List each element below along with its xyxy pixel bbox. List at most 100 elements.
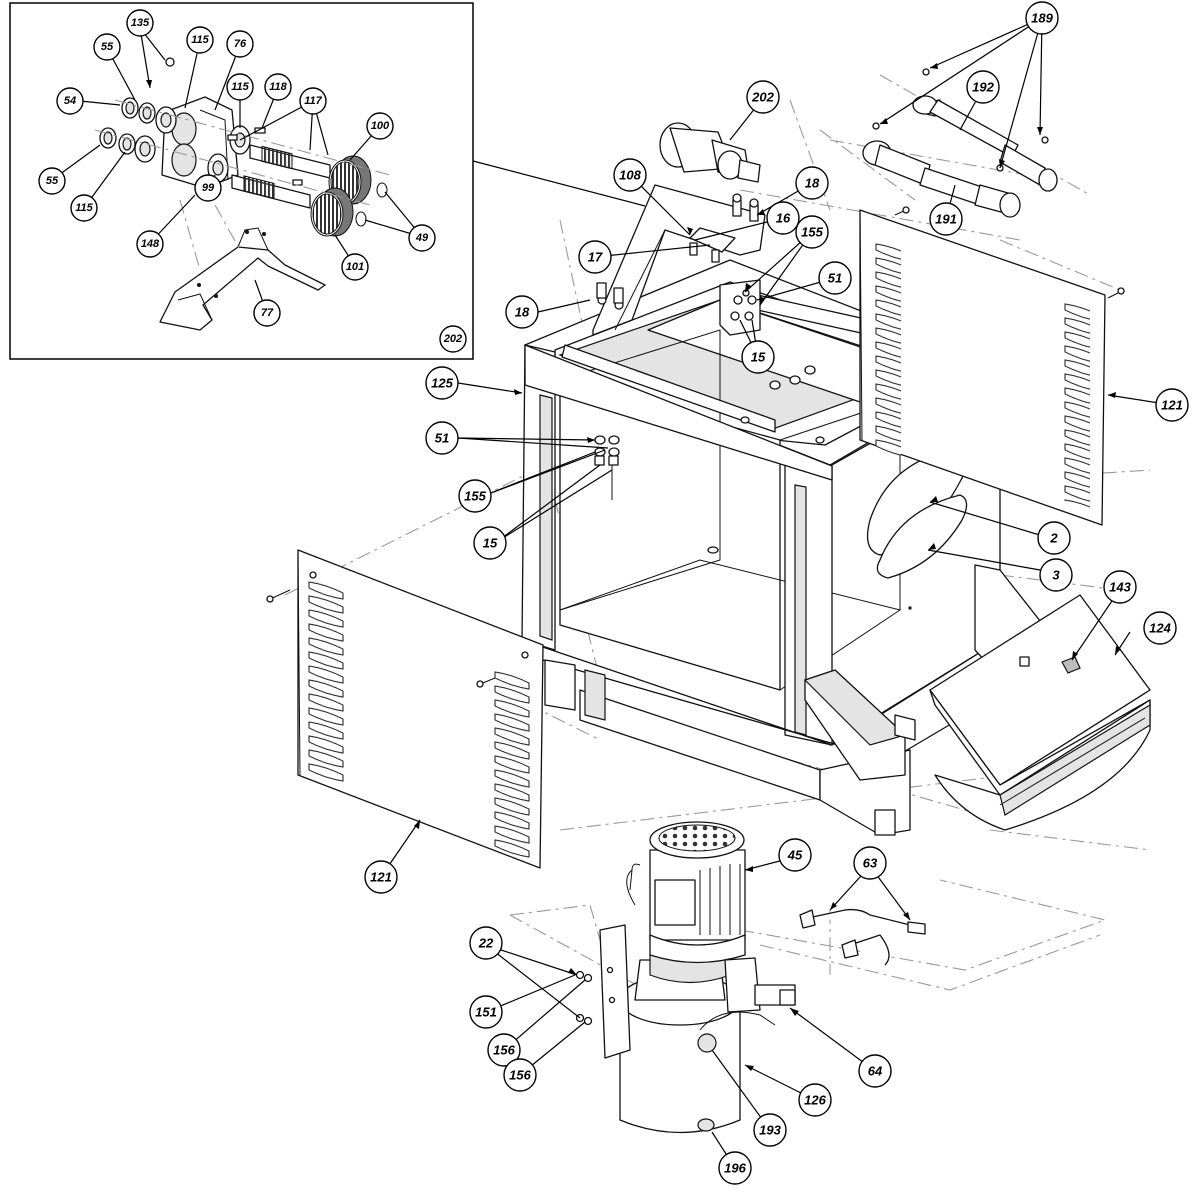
callout-76: 76	[226, 30, 254, 58]
callout-77: 77	[253, 299, 281, 327]
svg-text:99: 99	[202, 182, 215, 194]
callout-118: 118	[264, 73, 292, 101]
svg-text:22: 22	[478, 936, 494, 951]
hydraulic-power-unit	[599, 821, 796, 1134]
svg-text:124: 124	[1149, 621, 1171, 636]
callout-148: 148	[136, 230, 164, 258]
callout-143: 143	[1103, 570, 1137, 604]
callout-15: 15	[473, 526, 507, 560]
svg-text:192: 192	[972, 80, 994, 95]
svg-text:51: 51	[828, 271, 842, 286]
callout-18: 18	[795, 166, 829, 200]
svg-text:151: 151	[475, 1005, 497, 1020]
svg-text:3: 3	[1052, 568, 1060, 583]
callout-191: 191	[929, 202, 963, 236]
svg-text:202: 202	[443, 333, 462, 345]
svg-text:202: 202	[751, 90, 774, 105]
svg-text:115: 115	[231, 81, 249, 93]
callout-125: 125	[425, 366, 459, 400]
leader-arrows	[146, 63, 1121, 1071]
svg-text:101: 101	[346, 261, 364, 273]
callout-45: 45	[778, 838, 812, 872]
callout-155: 155	[795, 215, 829, 249]
callout-202-inset: 202	[439, 325, 467, 353]
svg-text:2: 2	[1049, 531, 1058, 546]
side-panel-right	[859, 206, 1125, 526]
detail-inset	[9, 2, 646, 360]
svg-text:100: 100	[371, 120, 390, 132]
svg-text:18: 18	[515, 305, 530, 320]
svg-text:45: 45	[787, 848, 803, 863]
callout-22: 22	[469, 926, 503, 960]
bearing-housing	[161, 96, 239, 189]
svg-text:143: 143	[1109, 580, 1131, 595]
svg-text:125: 125	[431, 376, 453, 391]
svg-text:51: 51	[435, 431, 449, 446]
motor-bracket	[592, 184, 766, 336]
svg-text:77: 77	[261, 307, 274, 319]
svg-text:64: 64	[868, 1064, 883, 1079]
callout-124: 124	[1143, 611, 1177, 645]
svg-text:76: 76	[234, 38, 247, 50]
svg-text:16: 16	[776, 211, 791, 226]
svg-text:196: 196	[724, 1161, 746, 1176]
callout-64: 64	[858, 1054, 892, 1088]
svg-text:63: 63	[863, 856, 878, 871]
svg-text:117: 117	[304, 95, 322, 107]
callout-99: 99	[194, 174, 222, 202]
callout-55: 55	[38, 167, 66, 195]
callout-49: 49	[408, 224, 436, 252]
hopper	[929, 564, 1151, 831]
callout-156: 156	[503, 1058, 537, 1092]
svg-text:17: 17	[588, 250, 603, 265]
svg-text:115: 115	[75, 202, 93, 214]
svg-text:126: 126	[804, 1093, 826, 1108]
svg-text:49: 49	[415, 232, 429, 244]
svg-text:155: 155	[801, 225, 823, 240]
callout-16: 16	[766, 201, 800, 235]
callout-121: 121	[1155, 388, 1189, 422]
callout-189: 189	[1025, 1, 1059, 35]
svg-text:155: 155	[464, 489, 486, 504]
svg-text:115: 115	[191, 34, 209, 46]
svg-text:15: 15	[483, 536, 498, 551]
svg-text:189: 189	[1031, 11, 1053, 26]
callout-17: 17	[578, 240, 612, 274]
svg-text:54: 54	[64, 95, 76, 107]
svg-text:135: 135	[131, 17, 150, 29]
svg-text:156: 156	[509, 1068, 531, 1083]
hydraulic-hoses	[799, 908, 926, 966]
callout-115: 115	[226, 73, 254, 101]
callout-51: 51	[818, 261, 852, 295]
callout-193: 193	[753, 1113, 787, 1147]
callout-156: 156	[487, 1033, 521, 1067]
svg-text:55: 55	[46, 175, 59, 187]
callout-192: 192	[966, 70, 1000, 104]
svg-text:55: 55	[101, 41, 114, 53]
svg-text:108: 108	[619, 168, 641, 183]
side-panel-left	[266, 549, 544, 869]
callout-51: 51	[425, 421, 459, 455]
svg-text:118: 118	[269, 81, 287, 93]
callout-121: 121	[364, 860, 398, 894]
svg-text:191: 191	[935, 212, 957, 227]
svg-text:18: 18	[805, 176, 820, 191]
gear-shafts	[227, 127, 331, 209]
cardan-shaft-lower	[862, 140, 1021, 218]
callout-54: 54	[56, 87, 84, 115]
cardan-shaft-upper	[872, 68, 1058, 192]
svg-text:156: 156	[493, 1043, 515, 1058]
mounting-fasteners	[575, 970, 593, 1026]
frame-bracket-right	[719, 279, 761, 336]
callout-151: 151	[469, 995, 503, 1029]
callout-63: 63	[853, 846, 887, 880]
svg-text:193: 193	[759, 1123, 781, 1138]
callout-126: 126	[798, 1083, 832, 1117]
gear-motor	[659, 122, 761, 183]
callout-135: 135	[126, 9, 154, 37]
callout-15: 15	[741, 340, 775, 374]
callout-196: 196	[718, 1151, 752, 1185]
callout-108: 108	[613, 158, 647, 192]
bearings-left	[99, 57, 177, 163]
